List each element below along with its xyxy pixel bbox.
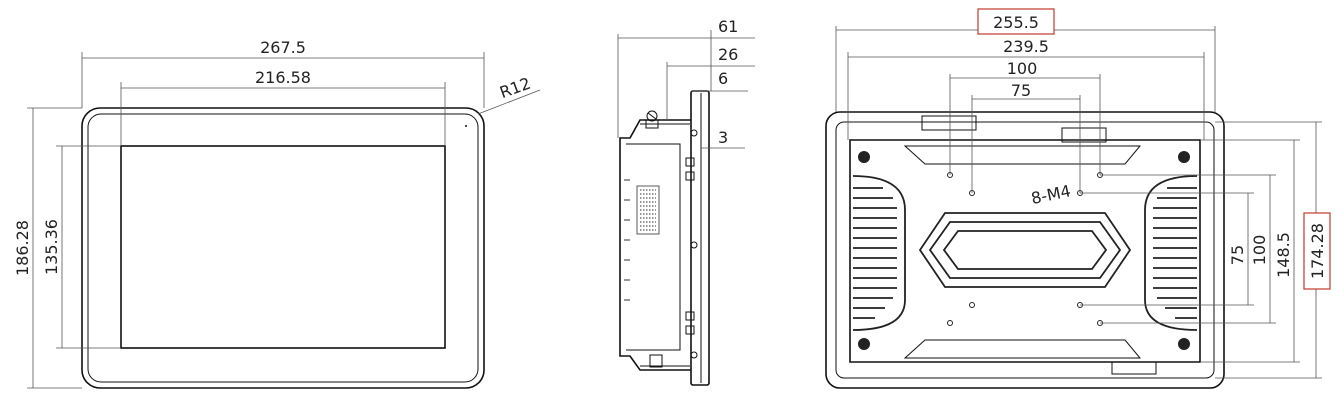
side-port-icon: [685, 171, 695, 181]
rear-overall-height-label: 174.28: [1308, 223, 1327, 279]
side-depth-3-label: 3: [718, 128, 728, 147]
side-port-icon: [685, 325, 695, 335]
side-screw-icon: [690, 129, 698, 137]
side-port-icon: [685, 311, 695, 321]
side-screw-icon: [690, 351, 698, 359]
rear-right-heatsink-fins: [1144, 175, 1198, 331]
rear-housing-inner: [835, 121, 1215, 379]
rear-corner-screw-icon: [858, 338, 870, 350]
rear-width-highlight-box: [977, 8, 1055, 35]
rear-mount-holes-label: 8-M4: [1029, 181, 1072, 208]
rear-corner-screw-icon: [1178, 338, 1190, 350]
side-total-depth-label: 61: [718, 17, 738, 36]
rear-top-recess: [903, 145, 1142, 165]
rear-port-icon: [1061, 127, 1107, 143]
front-display-area: [120, 145, 446, 349]
front-view: 267.5 216.58 R12 186.28 135.36: [13, 38, 541, 389]
rear-left-heatsink-fins: [852, 175, 906, 331]
side-body: [619, 119, 691, 371]
rear-inner-width-label: 239.5: [1003, 37, 1049, 56]
rear-bottom-recess: [903, 339, 1142, 359]
rear-corner-screw-icon: [858, 151, 870, 163]
rear-corner-screw-icon: [1178, 151, 1190, 163]
rear-height-highlight-box: [1303, 212, 1331, 290]
side-port-icon: [685, 157, 695, 167]
front-bezel-inner: [87, 113, 479, 383]
rear-vesa-outer-height-label: 100: [1250, 235, 1269, 266]
front-overall-width-label: 267.5: [260, 38, 306, 57]
rear-antenna-connector-icon: [921, 115, 977, 131]
side-antenna-connector-icon: [645, 110, 659, 129]
rear-housing-outer: [825, 111, 1225, 389]
rear-vesa-outer-width-label: 100: [1007, 59, 1038, 78]
rear-center-heatsink: [918, 212, 1132, 288]
rear-bottom-port-icon: [1111, 361, 1157, 375]
front-display-height-label: 135.36: [42, 219, 61, 275]
front-led-icon: [465, 125, 467, 127]
side-vent-icon: [636, 185, 660, 235]
front-corner-radius-label: R12: [497, 74, 533, 103]
rear-inner-height-label: 148.5: [1274, 232, 1293, 278]
rear-overall-width-label: 255.5: [993, 13, 1039, 32]
rear-vesa-holes: [947, 172, 1103, 326]
rear-vesa-inner-height-label: 75: [1228, 245, 1247, 265]
side-bottom-connector-icon: [649, 354, 663, 368]
side-screw-icon: [690, 241, 698, 249]
side-depth-26-label: 26: [718, 45, 738, 64]
side-view: 61 26 6 3: [617, 17, 755, 386]
front-overall-height-label: 186.28: [13, 220, 32, 276]
front-display-width-label: 216.58: [255, 68, 311, 87]
rear-view: 255.5 239.5 100 75 8-M4 75 100 148.5: [825, 8, 1331, 389]
rear-back-plate: [849, 139, 1201, 363]
side-bezel: [690, 90, 710, 386]
rear-vesa-inner-width-label: 75: [1011, 81, 1031, 100]
side-depth-6-label: 6: [718, 69, 728, 88]
front-bezel-outer: [81, 107, 485, 389]
